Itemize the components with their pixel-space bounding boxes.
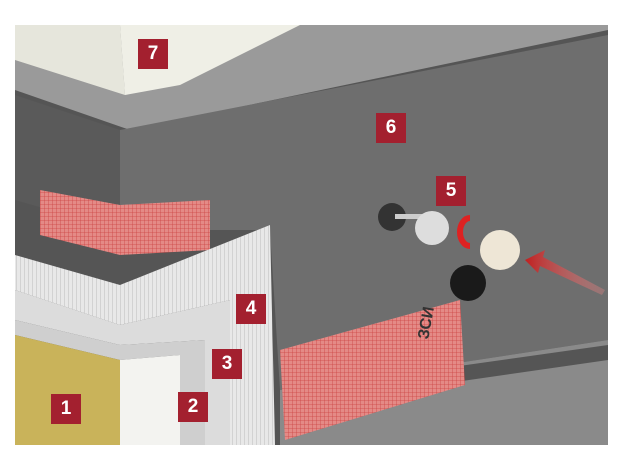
label-6: 6	[376, 113, 406, 143]
layer-3	[15, 320, 205, 445]
dowel-rod	[395, 214, 435, 219]
label-3: 3	[212, 349, 242, 379]
arrow-icon	[525, 250, 605, 295]
label-2: 2	[178, 392, 208, 422]
mesh-lower	[280, 300, 465, 440]
insulation-layer-1	[15, 335, 120, 445]
dowel-washer	[415, 211, 449, 245]
label-5: 5	[436, 176, 466, 206]
label-1: 1	[51, 394, 81, 424]
mesh-upper	[40, 190, 210, 255]
wall-right	[120, 35, 608, 390]
layer-4	[15, 290, 230, 445]
layer-2	[120, 355, 180, 445]
mesh-logo: ЗСИ	[415, 305, 437, 340]
label-4: 4	[236, 294, 266, 324]
corner-profile	[15, 225, 275, 445]
label-7: 7	[138, 39, 168, 69]
insulation-cap	[480, 230, 520, 270]
